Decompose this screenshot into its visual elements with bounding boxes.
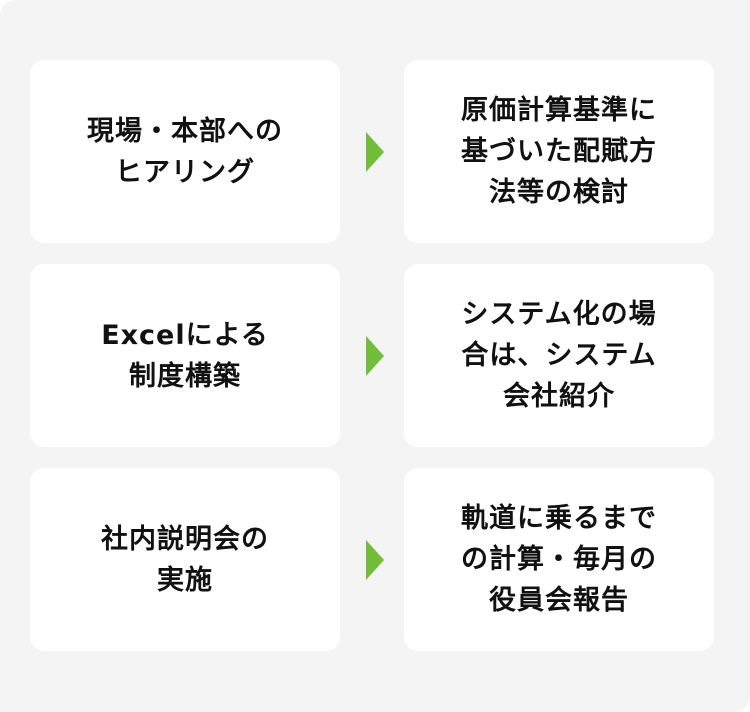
result-label: 軌道に乗るまで の計算・毎月の 役員会報告 xyxy=(461,503,657,616)
result-card-monthly-report: 軌道に乗るまで の計算・毎月の 役員会報告 xyxy=(404,468,714,651)
arrow-right-icon xyxy=(366,132,384,172)
step-label: 社内説明会の 実施 xyxy=(101,523,269,596)
step-label: Excelによる 制度構築 xyxy=(101,319,269,392)
step-card-hearing: 現場・本部への ヒアリング xyxy=(30,60,340,243)
flow-row-1: 現場・本部への ヒアリング 原価計算基準に 基づいた配賦方 法等の検討 xyxy=(30,60,714,243)
result-card-system-vendor: システム化の場 合は、システム 会社紹介 xyxy=(404,264,714,447)
result-label: システム化の場 合は、システム 会社紹介 xyxy=(461,299,657,412)
arrow-right-icon xyxy=(366,540,384,580)
flow-row-3: 社内説明会の 実施 軌道に乗るまで の計算・毎月の 役員会報告 xyxy=(30,468,714,651)
result-card-allocation-method: 原価計算基準に 基づいた配賦方 法等の検討 xyxy=(404,60,714,243)
result-label: 原価計算基準に 基づいた配賦方 法等の検討 xyxy=(461,95,657,208)
arrow-right-icon xyxy=(366,336,384,376)
flow-row-2: Excelによる 制度構築 システム化の場 合は、システム 会社紹介 xyxy=(30,264,714,447)
step-card-internal-briefing: 社内説明会の 実施 xyxy=(30,468,340,651)
step-card-excel-system: Excelによる 制度構築 xyxy=(30,264,340,447)
step-label: 現場・本部への ヒアリング xyxy=(87,115,283,188)
